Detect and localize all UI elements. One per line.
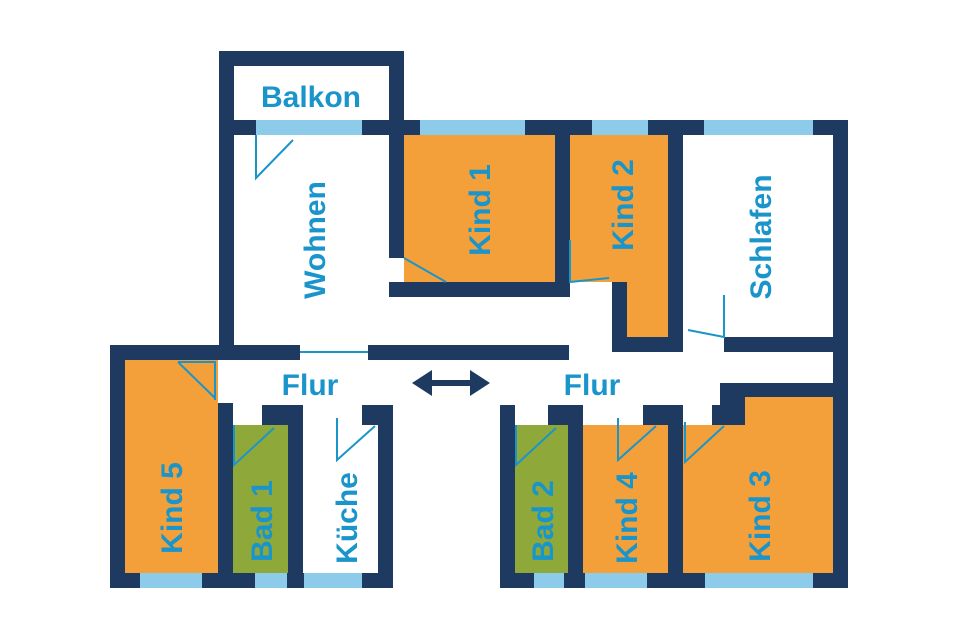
window bbox=[256, 120, 362, 135]
window bbox=[704, 120, 813, 135]
windows bbox=[140, 120, 813, 588]
room-kind1 bbox=[404, 135, 555, 282]
label-schlafen: Schlafen bbox=[745, 174, 778, 299]
room-kind2-ext bbox=[627, 280, 668, 337]
label-balkon: Balkon bbox=[261, 81, 361, 114]
window bbox=[705, 573, 813, 588]
label-kind1: Kind 1 bbox=[464, 164, 497, 256]
label-kind5: Kind 5 bbox=[156, 462, 189, 554]
double-arrow-icon bbox=[412, 370, 490, 396]
label-flur-right: Flur bbox=[564, 369, 621, 402]
room-kind4 bbox=[583, 425, 668, 573]
window bbox=[592, 120, 648, 135]
room-kind2 bbox=[570, 135, 668, 282]
label-kind2: Kind 2 bbox=[607, 159, 640, 251]
room-fills bbox=[125, 135, 833, 573]
label-bad2: Bad 2 bbox=[527, 480, 560, 562]
window bbox=[255, 573, 287, 588]
label-kind4: Kind 4 bbox=[611, 472, 644, 564]
window bbox=[585, 573, 647, 588]
label-kind3: Kind 3 bbox=[744, 470, 777, 562]
window bbox=[534, 573, 564, 588]
window bbox=[140, 573, 202, 588]
room-kind5 bbox=[125, 360, 218, 573]
label-wohnen: Wohnen bbox=[299, 181, 332, 299]
label-flur-left: Flur bbox=[282, 369, 339, 402]
doors bbox=[177, 135, 725, 468]
room-kind3-top bbox=[745, 397, 833, 427]
room-bad2 bbox=[515, 425, 568, 573]
room-kind3 bbox=[683, 425, 833, 573]
label-kueche: Küche bbox=[331, 472, 364, 564]
room-bad1 bbox=[233, 425, 288, 573]
window bbox=[420, 120, 525, 135]
label-bad1: Bad 1 bbox=[246, 480, 279, 562]
walls bbox=[110, 51, 848, 588]
window bbox=[304, 573, 362, 588]
